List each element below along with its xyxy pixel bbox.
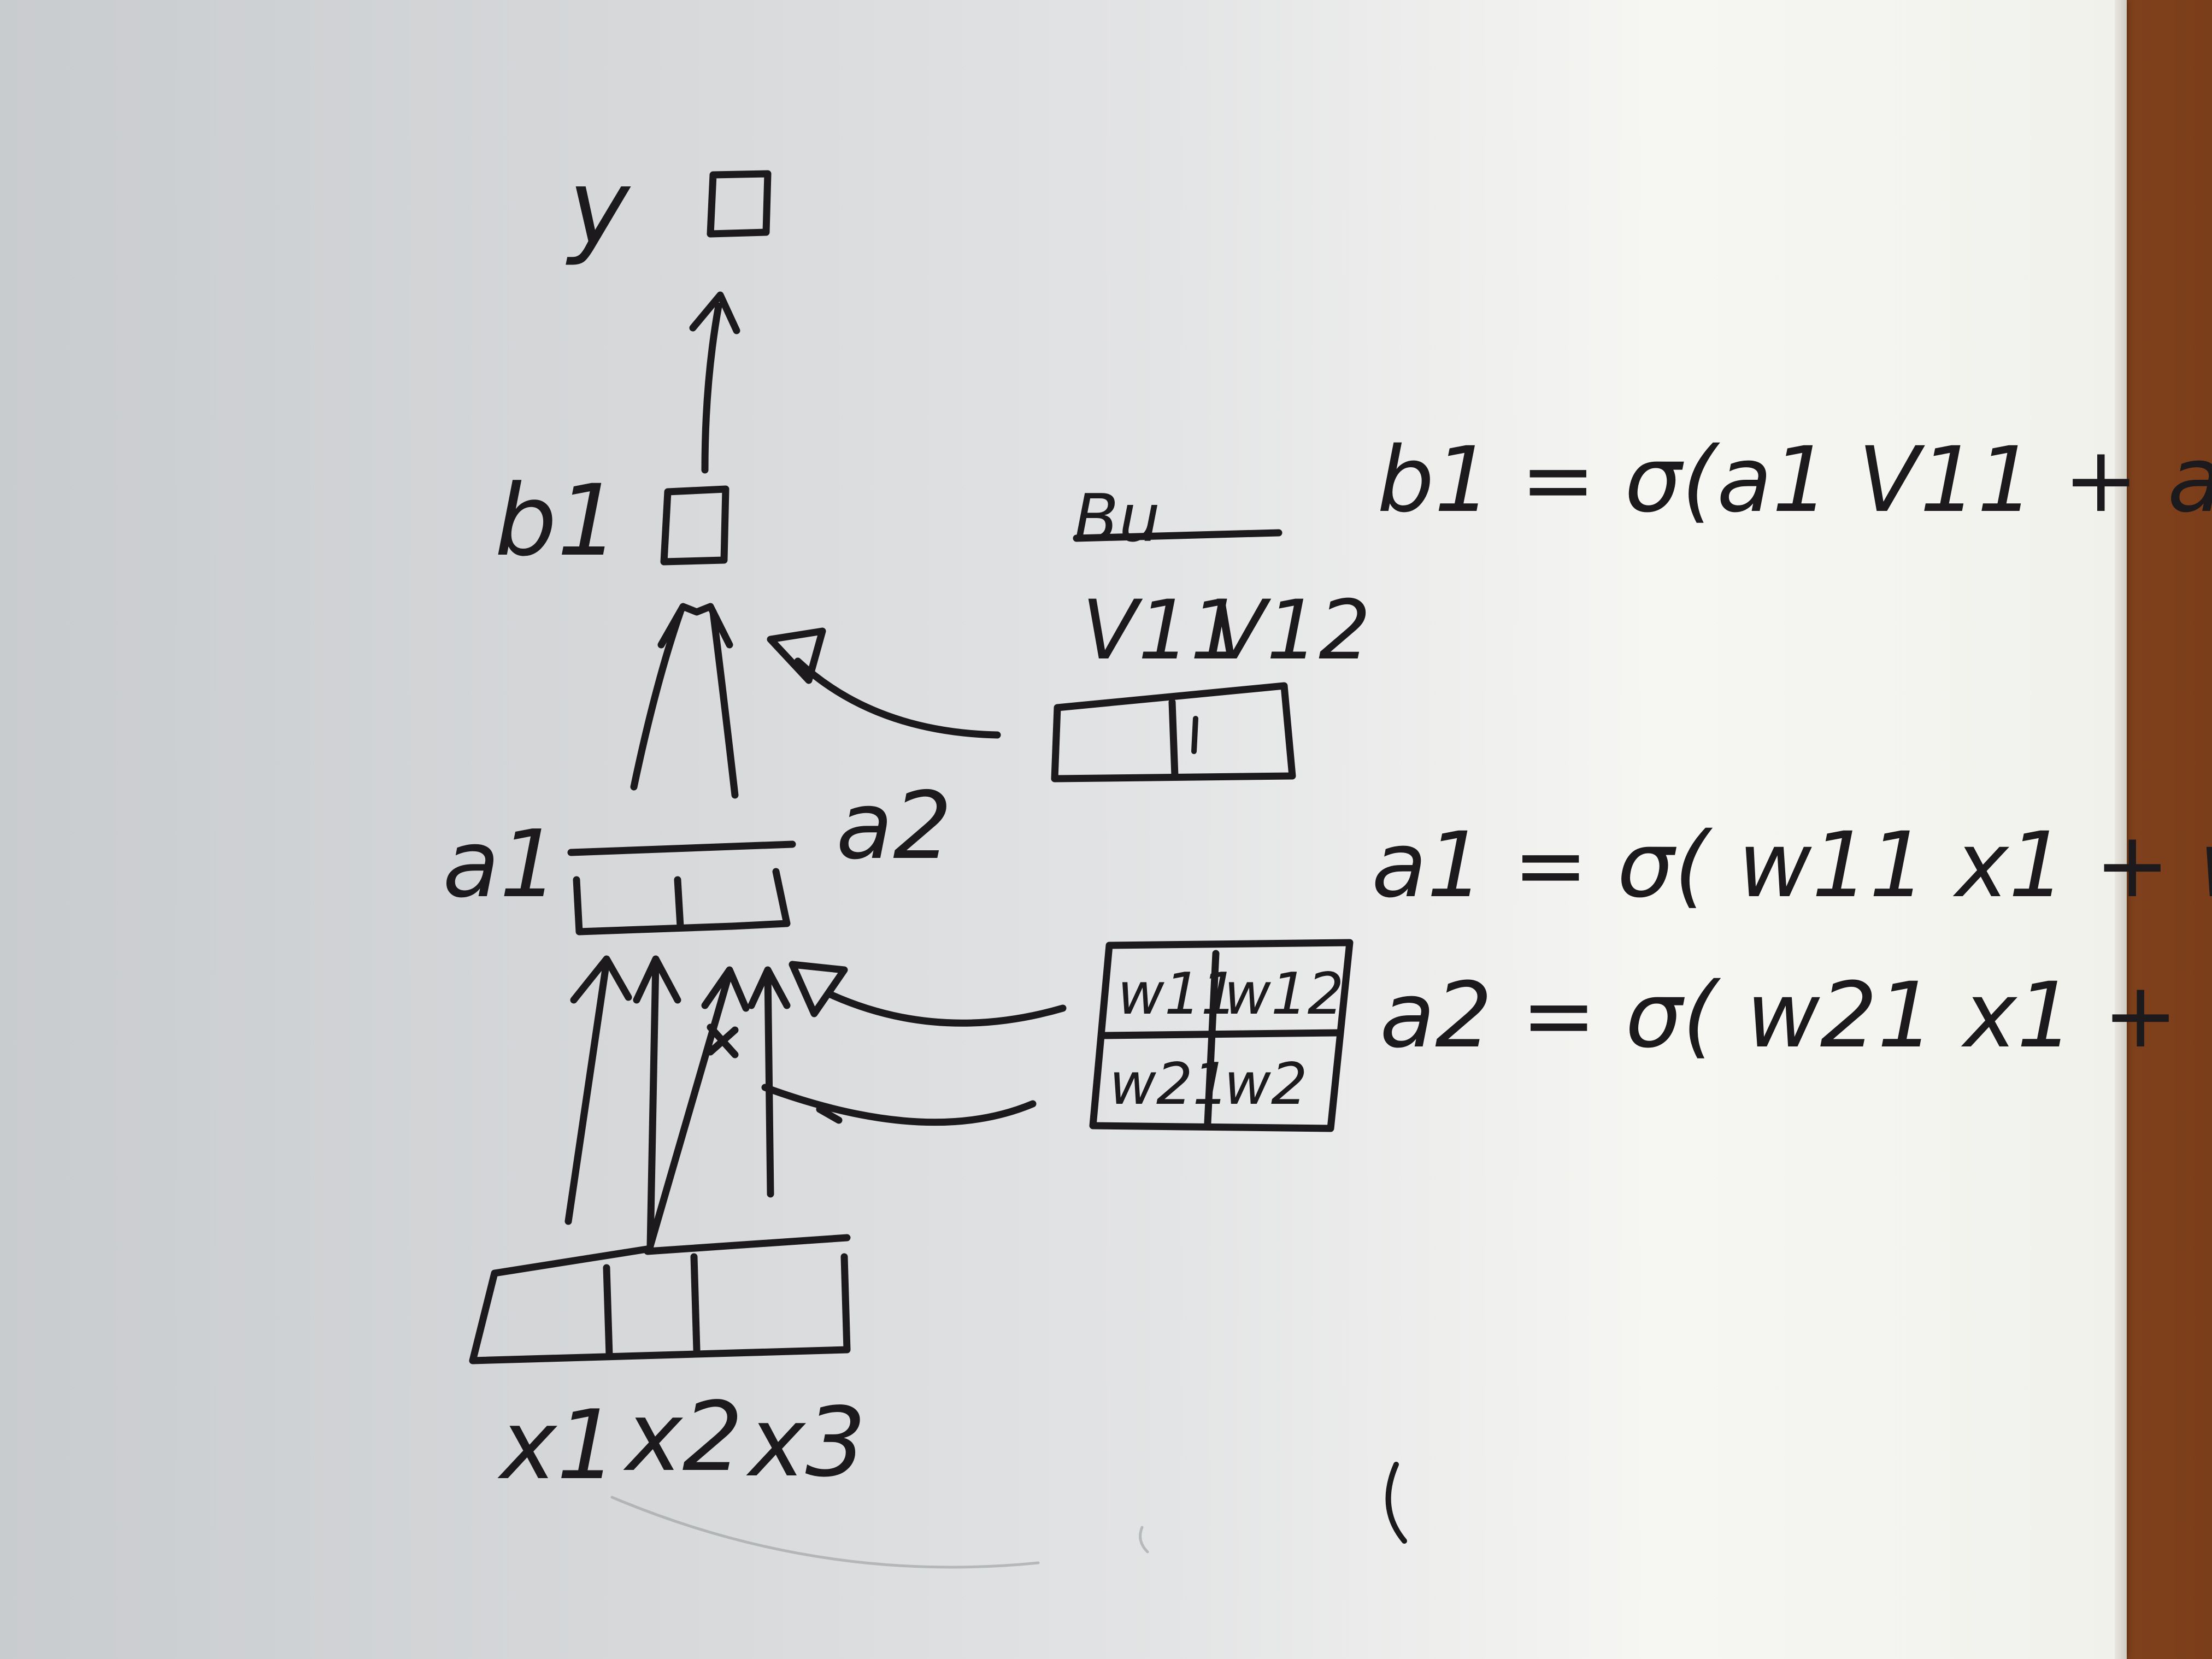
y-label: y [566,147,631,268]
arrow-x1-to-a1 [564,958,610,1225]
x-layer-divider-1 [603,1264,613,1359]
paper-sheet [0,0,2123,1659]
a-layer-divider [674,876,684,930]
x3-label: x3 [746,1387,866,1498]
v11-label: V11 [1082,583,1242,678]
equation-a2: a2 = σ( w21 x1 + w22 x2 ) [1380,963,2212,1068]
stray-pen-mark [1385,1462,1407,1544]
x-layer-top-edge [644,1234,851,1255]
w-matrix-v-divider [1204,950,1220,1127]
b1-label: b1 [495,464,620,578]
arrow-x1-to-a2 [646,969,733,1250]
v-matrix-divider [1168,698,1179,780]
arrow-v-matrix-head [767,627,826,684]
arrow-w-matrix-to-edges-bottom [761,1084,1037,1126]
w21-label: w21 [1109,1051,1229,1117]
v-matrix-tick [1191,716,1198,754]
arrow-w-matrix-head-top [789,961,848,1017]
w11-label: w11 [1117,961,1238,1027]
x1-label: x1 [497,1390,617,1501]
b1-node-box [660,485,730,566]
v12-label: V12 [1210,583,1370,678]
w12-label: w12 [1224,961,1344,1027]
a1-label: a1 [443,810,558,919]
x2-label: x2 [623,1382,743,1493]
w-matrix-box [1089,939,1354,1132]
arrow-v-matrix-to-edges [794,657,1001,739]
stray-pencil-mark [1139,1526,1149,1554]
x-layer-divider-2 [690,1253,701,1354]
v-matrix-box [1051,682,1296,783]
w22-label: w2 [1224,1051,1308,1117]
crossing-scribble [707,1023,739,1058]
faint-pencil-arc [610,1496,1040,1569]
equation-a1: a1 = σ( w11 x1 + w12 x2 ) [1372,813,2212,917]
arrowhead-a1-left [570,955,632,1004]
v-heading-underline [1073,529,1283,542]
arrow-a1-to-b1 [630,608,684,791]
arrow-a2-to-b1 [709,608,739,799]
arrow-x2-to-a2 [764,969,774,1198]
x-layer-box [469,1245,851,1364]
v-heading-scribble: Bu [1074,481,1160,557]
a2-label: a2 [836,772,952,880]
arrow-b1-to-y-head [689,291,740,334]
arrowhead-a2-left [701,966,750,1012]
a-layer-top-edge [567,840,796,856]
arrowheads-to-b1 [657,603,733,649]
arrow-x2-to-a1 [646,958,660,1250]
w-matrix-h-divider [1100,1029,1343,1039]
arrowhead-a2-right [748,966,791,1009]
arrow-b1-to-y [701,302,722,474]
arrowhead-a1-right [633,955,681,1004]
a-layer-box [573,868,791,936]
arrow-w-matrix-tick [816,1105,843,1124]
y-node-box [707,170,772,238]
arrow-w-matrix-to-edges-top [827,991,1067,1027]
equation-b1: b1 = σ(a1 V11 + a2 V12) [1377,427,2212,532]
paper-stack-edge [2115,0,2127,1659]
